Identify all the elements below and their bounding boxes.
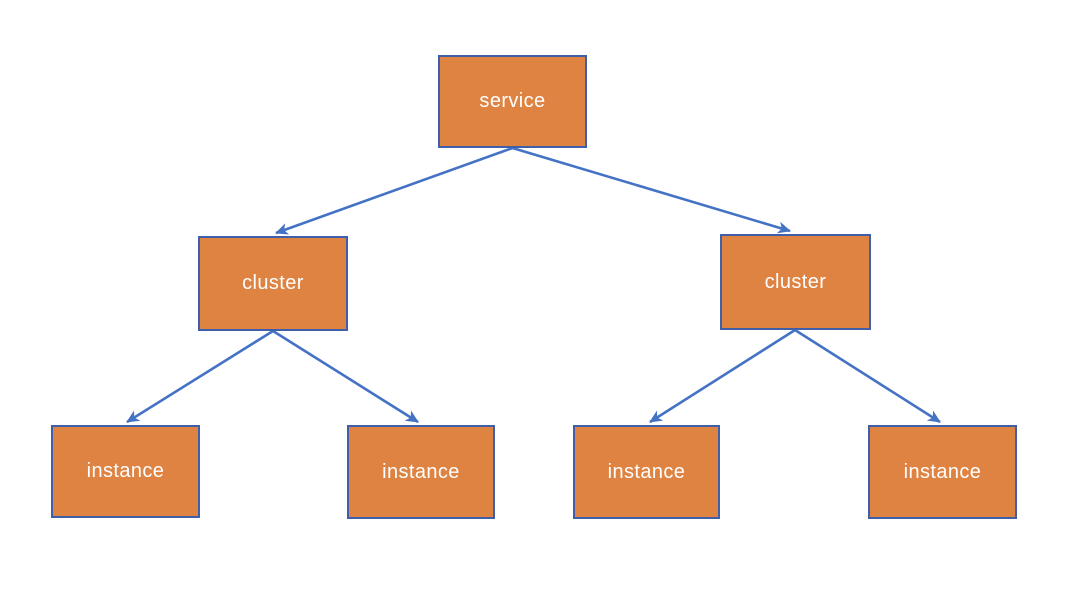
edge-service-cluster-right — [512, 146, 791, 234]
edge-service-cluster-left — [275, 146, 513, 235]
node-instance-2-label: instance — [382, 460, 460, 483]
edge-cluster-left-instance-1 — [126, 329, 274, 424]
node-cluster-left-label: cluster — [242, 272, 304, 294]
node-instance-3-label: instance — [607, 460, 686, 483]
edge-cluster-right-instance-4 — [794, 328, 941, 424]
edge-cluster-right-instance-3 — [649, 328, 796, 424]
node-instance-4-label: instance — [903, 460, 982, 483]
node-instance-4: instance — [868, 425, 1017, 519]
node-service: service — [438, 55, 587, 148]
node-instance-3: instance — [573, 425, 720, 519]
node-cluster-right: cluster — [720, 234, 871, 330]
node-instance-1-label: instance — [86, 460, 165, 482]
node-cluster-right-label: cluster — [764, 270, 827, 293]
node-instance-2: instance — [347, 425, 495, 519]
node-cluster-left: cluster — [198, 236, 348, 331]
node-instance-1: instance — [51, 425, 200, 518]
node-service-label: service — [479, 90, 546, 112]
edge-cluster-left-instance-2 — [272, 329, 419, 424]
